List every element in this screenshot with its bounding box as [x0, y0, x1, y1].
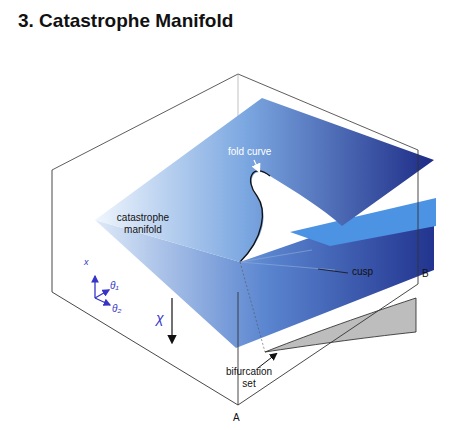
corner-label: A: [233, 412, 240, 424]
surface-label: catastrophe manifold: [108, 212, 178, 235]
callout-label: bifurcation set: [218, 366, 280, 389]
axis-label: x: [84, 257, 89, 267]
axis-label: θ₁: [110, 280, 119, 292]
variable-label: χ: [156, 310, 164, 326]
corner-label: B: [422, 268, 429, 280]
axis-label: θ₂: [112, 303, 121, 315]
callout-label: fold curve: [228, 146, 271, 158]
figure-title: 3. Catastrophe Manifold: [18, 10, 233, 32]
callout-label: cusp: [352, 266, 373, 278]
